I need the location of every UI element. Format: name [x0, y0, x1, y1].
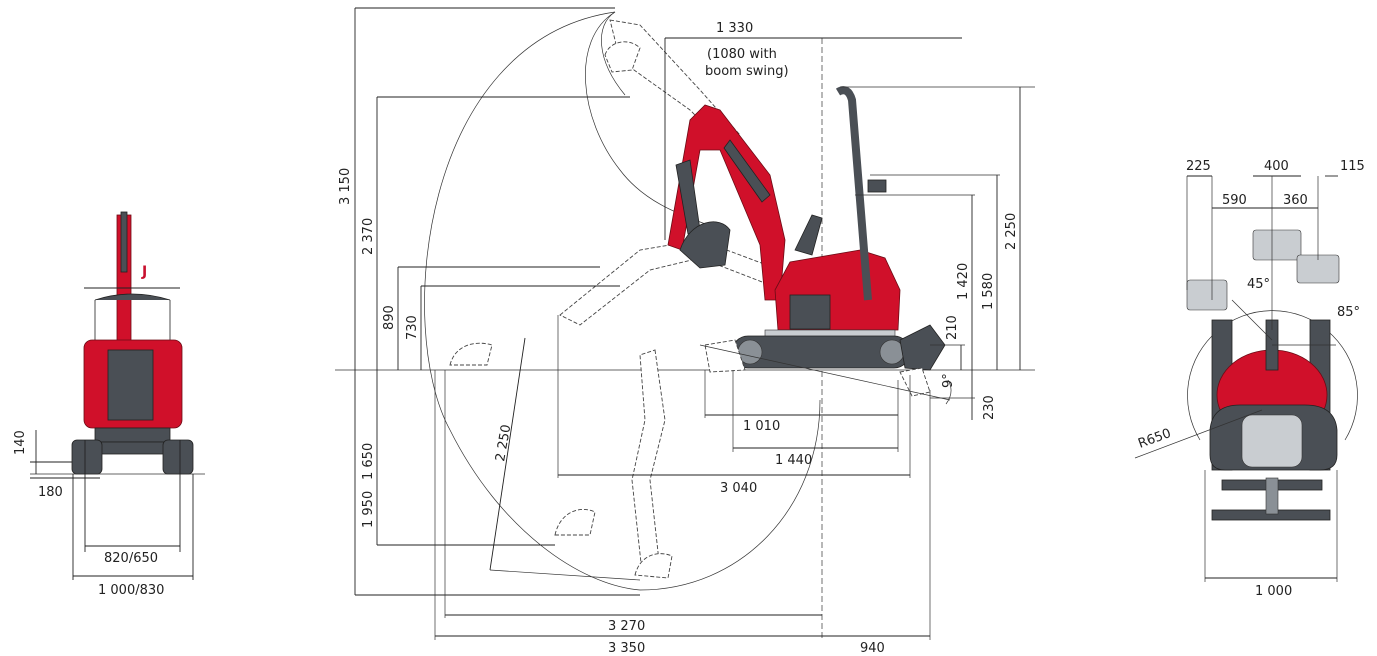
side-dim-2250-reach: 2 250	[493, 423, 514, 462]
top-dim-115: 115	[1340, 159, 1365, 174]
side-bucket-mid	[554, 508, 596, 536]
front-dim-820-650: 820/650	[104, 551, 158, 566]
side-dozer-blade	[899, 324, 946, 371]
front-canopy-frame	[94, 293, 171, 345]
side-dim-890: 890	[382, 305, 397, 330]
top-angle-45-line	[1231, 299, 1273, 341]
top-dim-1000: 1 000	[1255, 584, 1292, 599]
top-dim-360: 360	[1283, 193, 1308, 208]
side-bucket-ground	[449, 342, 493, 366]
side-dim-2250-reach-ext	[489, 569, 641, 581]
front-view: J 140 180 820/650 1 000/830	[13, 211, 205, 598]
side-angle-9-arc	[945, 379, 952, 405]
side-angle-line	[699, 344, 951, 401]
side-dim-3270: 3 270	[608, 619, 645, 634]
side-note-1080-line2: boom swing)	[705, 64, 789, 79]
front-dim-140: 140	[13, 430, 28, 455]
front-arm-cylinder	[120, 211, 128, 273]
side-dim-210: 210	[945, 315, 960, 340]
side-dim-2250-reach-line	[489, 337, 526, 571]
side-dim-1010: 1 010	[743, 419, 780, 434]
front-dim-180: 180	[38, 485, 63, 500]
top-radius-r650: R650	[1136, 426, 1173, 452]
front-seat-area	[107, 349, 154, 421]
top-dim-590: 590	[1222, 193, 1247, 208]
side-ghost-arm-down	[631, 349, 666, 573]
side-bucket-top	[604, 41, 641, 73]
front-track-right	[162, 439, 194, 475]
side-dim-1440: 1 440	[775, 453, 812, 468]
side-dim-1420: 1 420	[956, 263, 971, 300]
side-ghost-arm-horizontal	[559, 239, 781, 326]
side-dim-3040: 3 040	[720, 481, 757, 496]
side-dim-2370: 2 370	[361, 218, 376, 255]
top-radius-line	[1134, 409, 1263, 459]
side-bucket-arc	[601, 11, 626, 96]
side-dim-1330: 1 330	[716, 21, 753, 36]
side-dim-3150: 3 150	[338, 168, 353, 205]
top-swing-arc	[1187, 310, 1358, 441]
side-dim-1650: 1 650	[361, 443, 376, 480]
side-reach-envelope	[424, 11, 821, 591]
top-bucket-left	[1186, 279, 1228, 311]
front-dim-1000-830: 1 000/830	[98, 583, 164, 598]
side-dim-230: 230	[982, 395, 997, 420]
side-dim-1580: 1 580	[981, 273, 996, 310]
side-dim-730: 730	[405, 315, 420, 340]
side-note-1080-line1: (1080 with	[707, 47, 777, 62]
side-dim-940: 940	[860, 641, 885, 656]
front-undercarriage	[94, 427, 171, 443]
side-bucket-curled	[679, 221, 731, 269]
top-view: 225 400 115 590 360 45° 85° R650 1 000	[1134, 159, 1365, 599]
side-view: 1 330 (1080 with boom swing) 3 150 2 370…	[335, 7, 1035, 656]
side-canopy-post	[835, 86, 872, 301]
side-canopy-handle	[867, 179, 887, 193]
front-blade	[99, 441, 166, 455]
top-angle-45: 45°	[1247, 277, 1270, 292]
side-dim-2250-height: 2 250	[1004, 213, 1019, 250]
side-dozer-blade-lowered	[899, 367, 931, 397]
front-marker-j: J	[141, 264, 147, 280]
top-dim-400: 400	[1264, 159, 1289, 174]
side-counterweight-panel	[789, 294, 831, 330]
side-dim-1950: 1 950	[361, 491, 376, 528]
front-track-left	[71, 439, 103, 475]
side-seat	[794, 214, 823, 256]
side-dim-3350: 3 350	[608, 641, 645, 656]
top-buckets	[1186, 229, 1340, 311]
side-bucket-deep	[634, 553, 673, 579]
top-angle-85: 85°	[1337, 305, 1360, 320]
top-blade-cylinder	[1265, 477, 1279, 515]
top-seat	[1241, 414, 1303, 468]
side-arm-cylinder	[723, 139, 771, 203]
top-bucket-center	[1252, 229, 1302, 261]
top-dim-225: 225	[1186, 159, 1211, 174]
